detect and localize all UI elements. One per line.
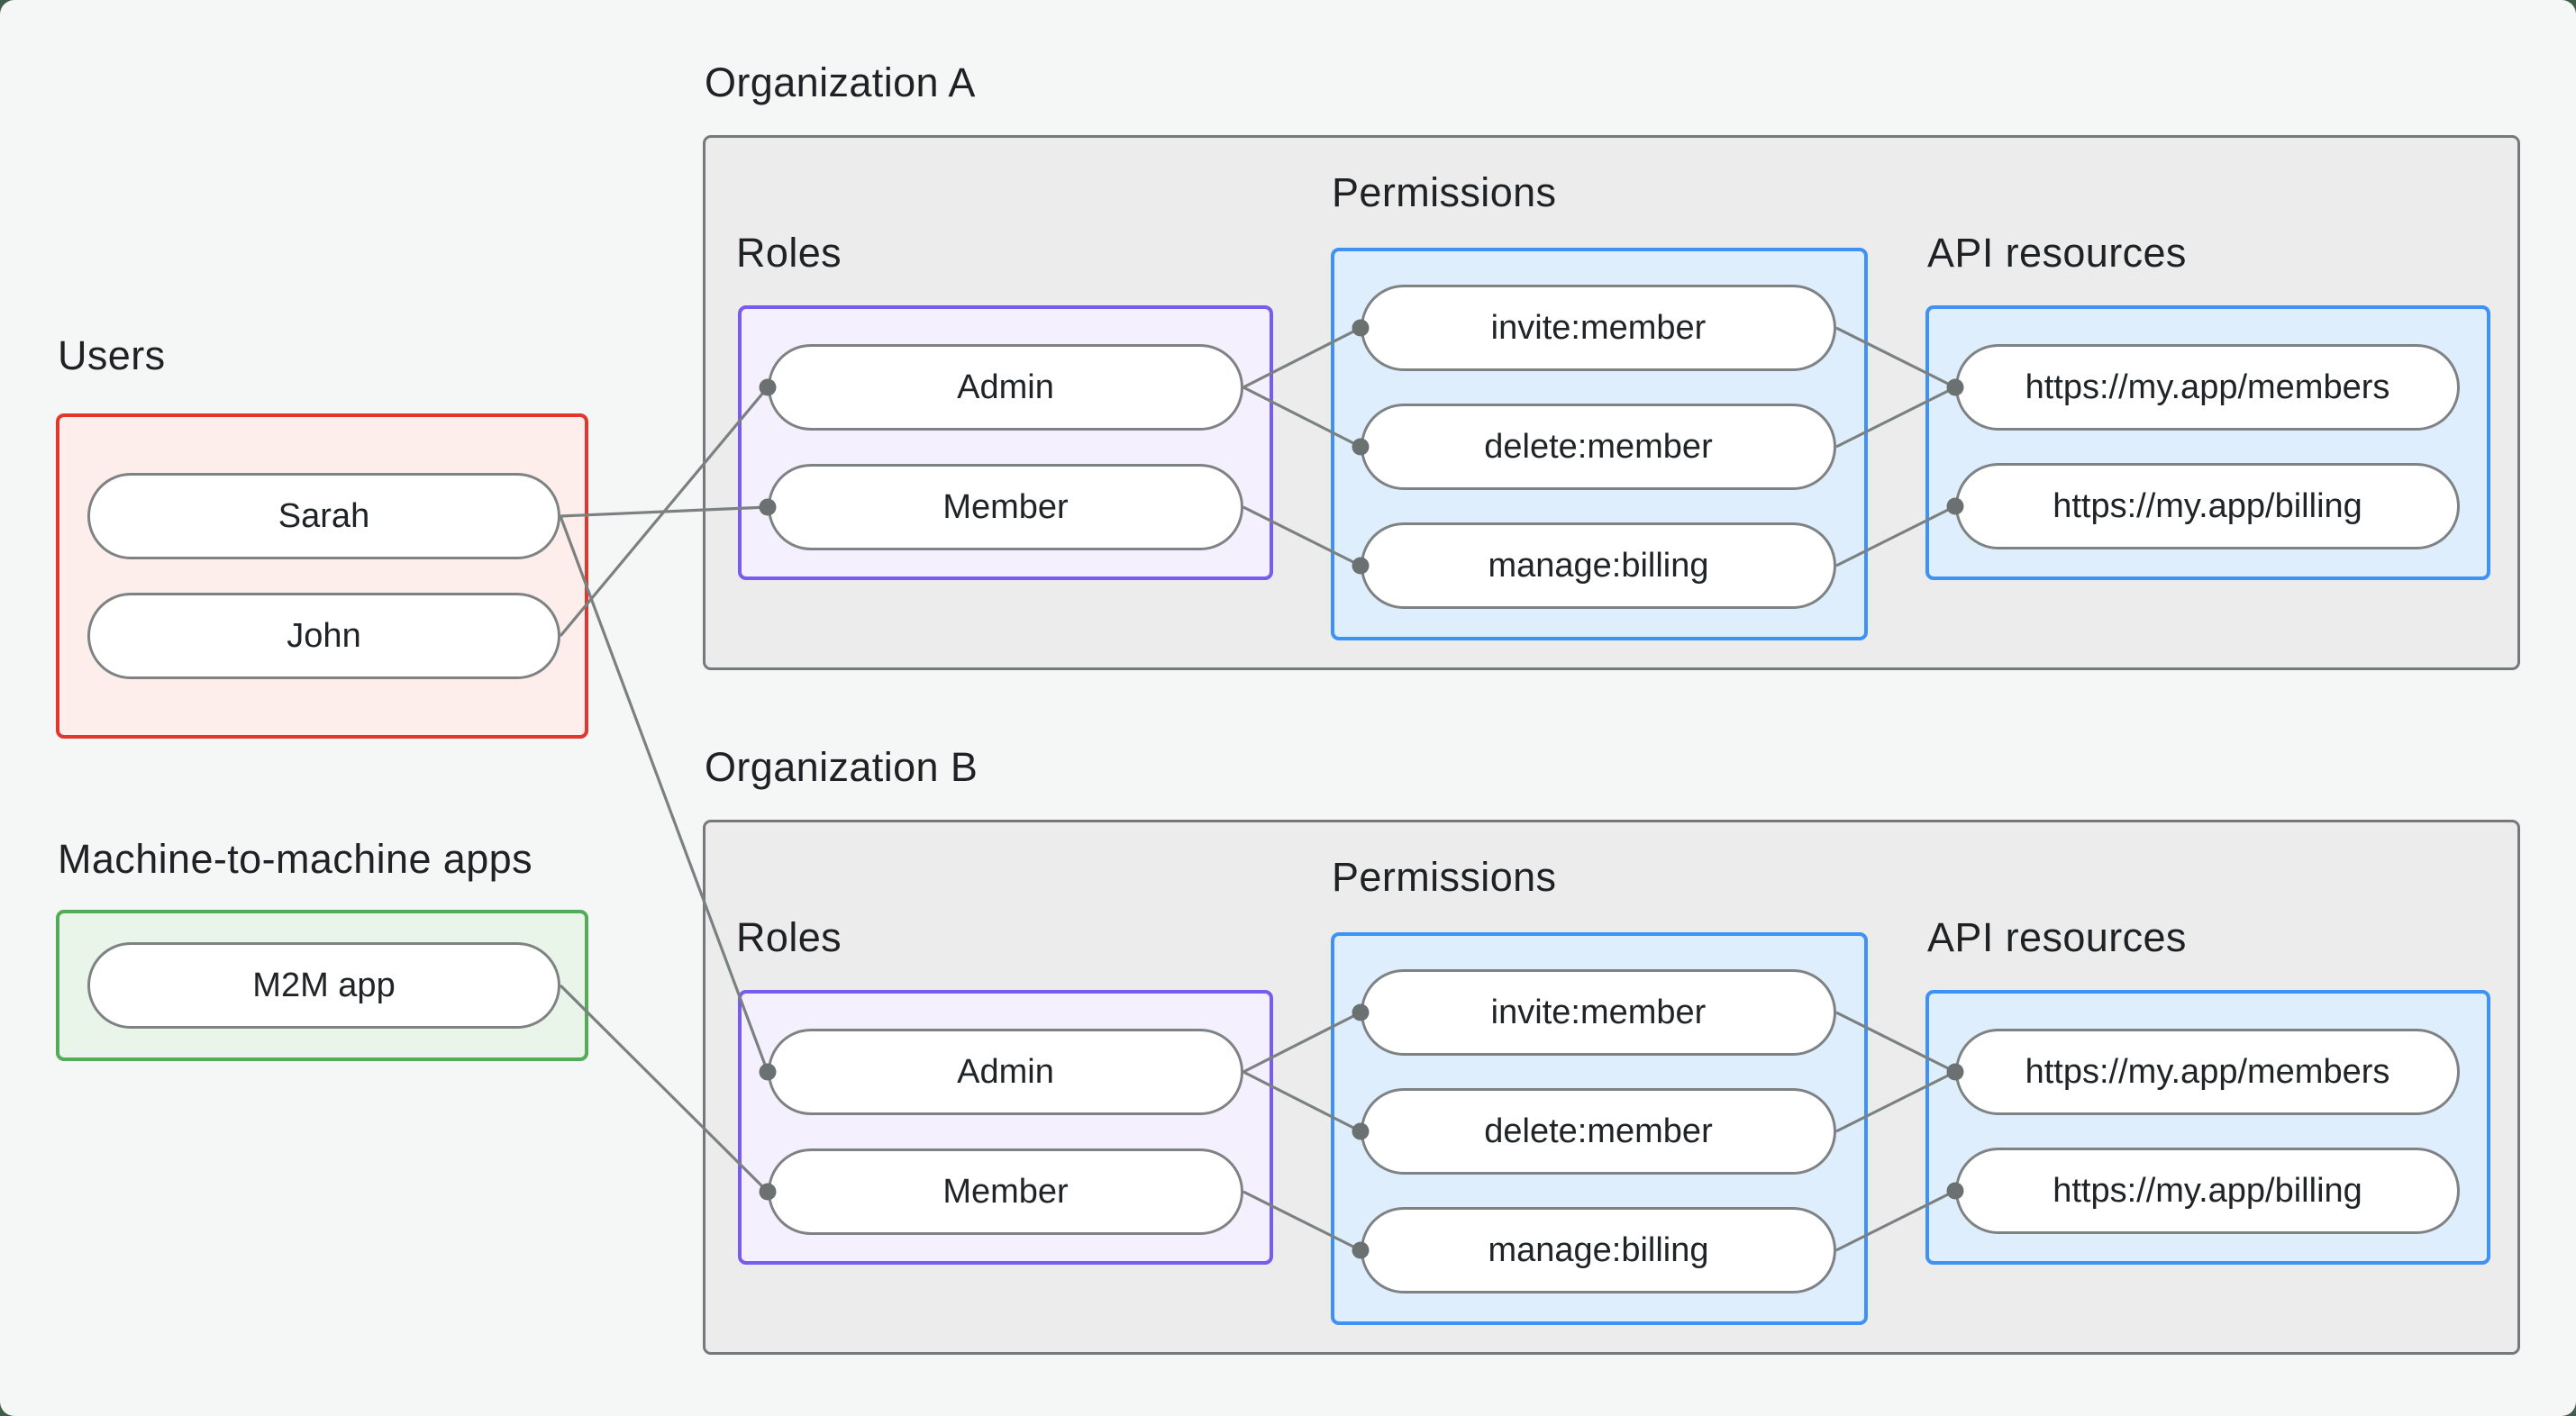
org-a-permissions-label: Permissions [1332, 169, 1557, 215]
org-b-permissions-label: Permissions [1332, 854, 1557, 900]
node-org-a-perm-delete-member: delete:member [1361, 404, 1836, 490]
org-a-label: Organization A [705, 59, 976, 105]
org-b-label: Organization B [705, 744, 979, 790]
m2m-group-label: Machine-to-machine apps [58, 836, 532, 882]
node-org-b-role-admin: Admin [768, 1029, 1243, 1115]
node-user-sarah: Sarah [87, 473, 560, 559]
users-group-label: Users [58, 332, 166, 378]
org-b-roles-label: Roles [736, 914, 842, 960]
node-m2m-app: M2M app [87, 942, 560, 1029]
org-a-api-label: API resources [1927, 230, 2187, 276]
node-org-a-role-member: Member [768, 464, 1243, 550]
node-org-a-api-members: https://my.app/members [1955, 344, 2460, 431]
node-org-b-perm-delete-member: delete:member [1361, 1088, 1836, 1175]
node-org-a-perm-manage-billing: manage:billing [1361, 522, 1836, 609]
node-org-b-api-members: https://my.app/members [1955, 1029, 2460, 1115]
node-org-a-api-billing: https://my.app/billing [1955, 463, 2460, 549]
users-group-box [56, 413, 588, 739]
node-user-john: John [87, 593, 560, 679]
node-org-a-perm-invite-member: invite:member [1361, 285, 1836, 371]
node-org-b-perm-manage-billing: manage:billing [1361, 1207, 1836, 1293]
node-org-b-perm-invite-member: invite:member [1361, 969, 1836, 1056]
node-org-a-role-admin: Admin [768, 344, 1243, 431]
org-b-api-label: API resources [1927, 914, 2187, 960]
node-org-b-api-billing: https://my.app/billing [1955, 1148, 2460, 1234]
org-a-roles-label: Roles [736, 230, 842, 276]
node-org-b-role-member: Member [768, 1148, 1243, 1235]
